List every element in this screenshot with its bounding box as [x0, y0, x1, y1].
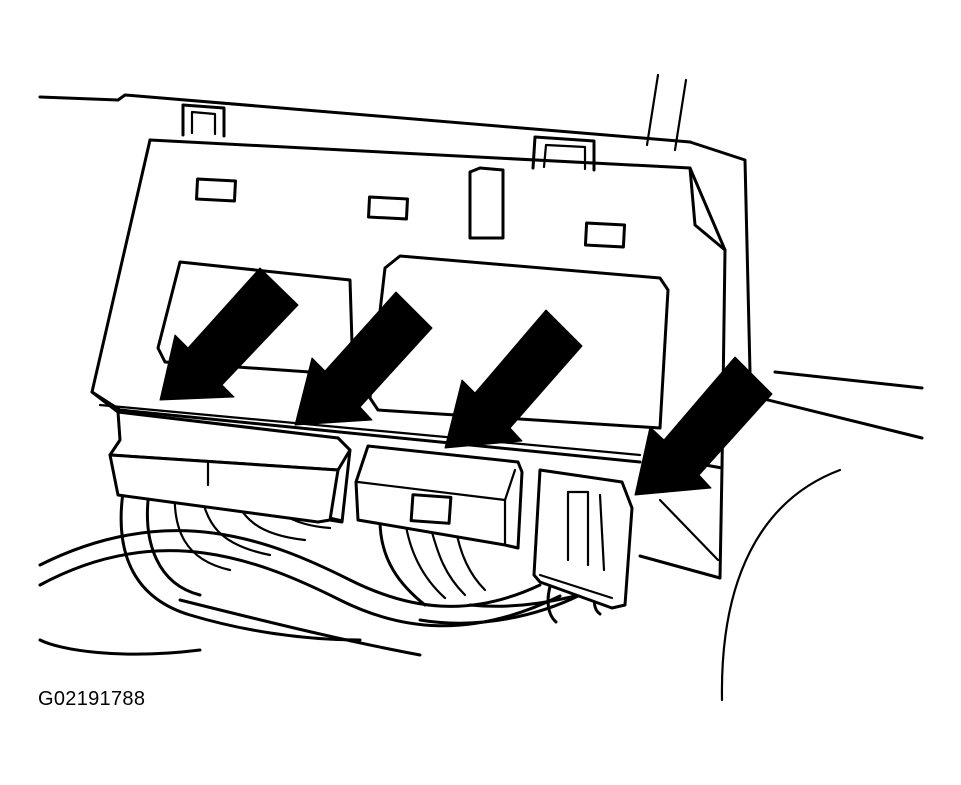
callout-arrow-2: [294, 291, 433, 426]
callout-arrow-3: [444, 309, 583, 449]
connector-large: [108, 410, 352, 524]
mounting-panel: [38, 73, 924, 702]
figure-code: G02191788: [38, 688, 146, 710]
connector-medium: [354, 444, 524, 550]
module-housing: [90, 103, 727, 580]
callout-arrow-4: [634, 356, 773, 496]
connector-small: [532, 468, 634, 610]
callout-arrow-1: [159, 267, 299, 401]
callout-arrows: [159, 267, 773, 496]
